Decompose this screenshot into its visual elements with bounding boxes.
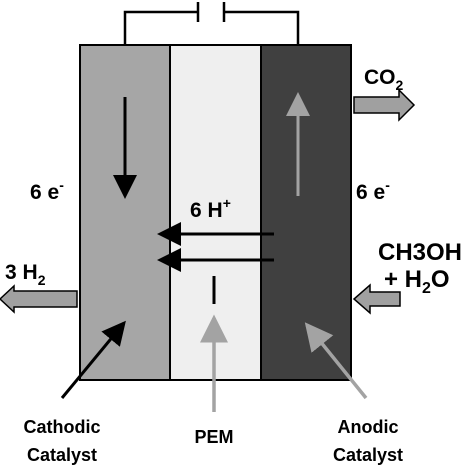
anode-pointer-arrow: [304, 322, 368, 400]
pem-label: PEM: [194, 427, 233, 447]
h2-out-arrow: [0, 284, 78, 314]
cathode-pointer-arrow: [60, 320, 126, 399]
anode-electrons-label: 6 e-: [356, 177, 390, 204]
fuel-label-line2: + H2O: [384, 266, 450, 297]
fuel-label-line1: CH3OH: [378, 239, 462, 266]
fuel-in-arrow: [352, 283, 401, 315]
co2-out-arrow: [353, 88, 416, 122]
h2-label: 3 H2: [5, 261, 46, 288]
cathode-label-line2: Catalyst: [27, 445, 97, 465]
anode-label-line1: Anodic: [338, 417, 399, 437]
anode-label-line2: Catalyst: [333, 445, 403, 465]
co2-label: CO2: [364, 66, 404, 93]
external-circuit-wire: [123, 2, 300, 45]
cathode-layer: [79, 44, 171, 381]
cathode-label-line1: Cathodic: [23, 417, 100, 437]
protons-label: 6 H+: [190, 195, 231, 222]
cathode-electrons-label: 6 e-: [30, 177, 64, 204]
anode-layer: [260, 44, 352, 381]
